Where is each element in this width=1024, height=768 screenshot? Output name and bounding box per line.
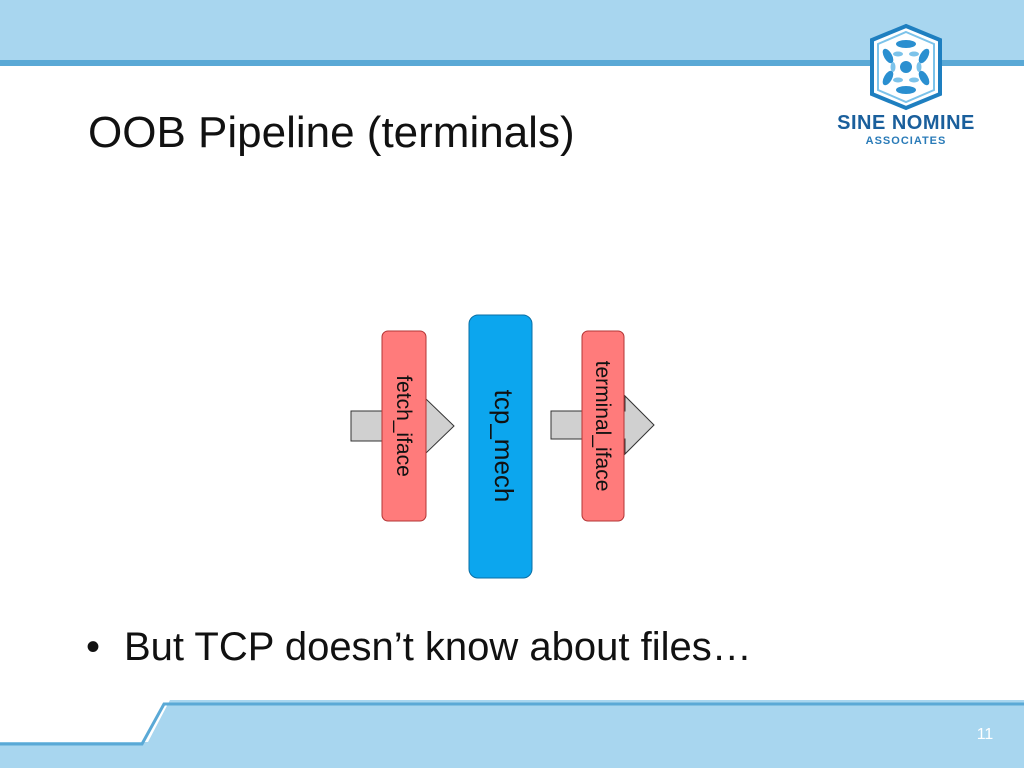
logo-subtitle: ASSOCIATES	[865, 135, 947, 147]
tcp-mech-label: tcp_mech	[489, 390, 519, 503]
terminal-iface-label: terminal_iface	[591, 361, 614, 492]
tcp-mech-box	[468, 314, 533, 579]
bullet-dot: •	[86, 625, 101, 669]
node-fetch-iface: fetch_iface	[381, 330, 427, 522]
node-tcp-mech: tcp_mech	[468, 314, 533, 579]
slide-title: OOB Pipeline (terminals)	[88, 108, 575, 157]
header-band	[0, 0, 1024, 64]
page-number: 11	[976, 726, 994, 743]
hexagon-emblem-icon	[870, 23, 942, 111]
fetch-iface-label: fetch_iface	[392, 375, 415, 477]
header-band-stripe	[0, 60, 1024, 66]
sine-nomine-logo: SINE NOMINE ASSOCIATES	[818, 22, 994, 150]
bullet-text: But TCP doesn’t know about files…	[124, 625, 752, 669]
footer-stripe	[0, 702, 1024, 746]
footer-band	[0, 700, 1024, 768]
logo-name: SINE NOMINE	[837, 112, 975, 134]
node-terminal-iface: terminal_iface	[581, 330, 625, 522]
footer-stripe-inner	[0, 695, 1024, 736]
terminal-iface-box	[581, 330, 625, 522]
fetch-iface-box	[381, 330, 427, 522]
bullet-item: • But TCP doesn’t know about files…	[86, 625, 752, 670]
